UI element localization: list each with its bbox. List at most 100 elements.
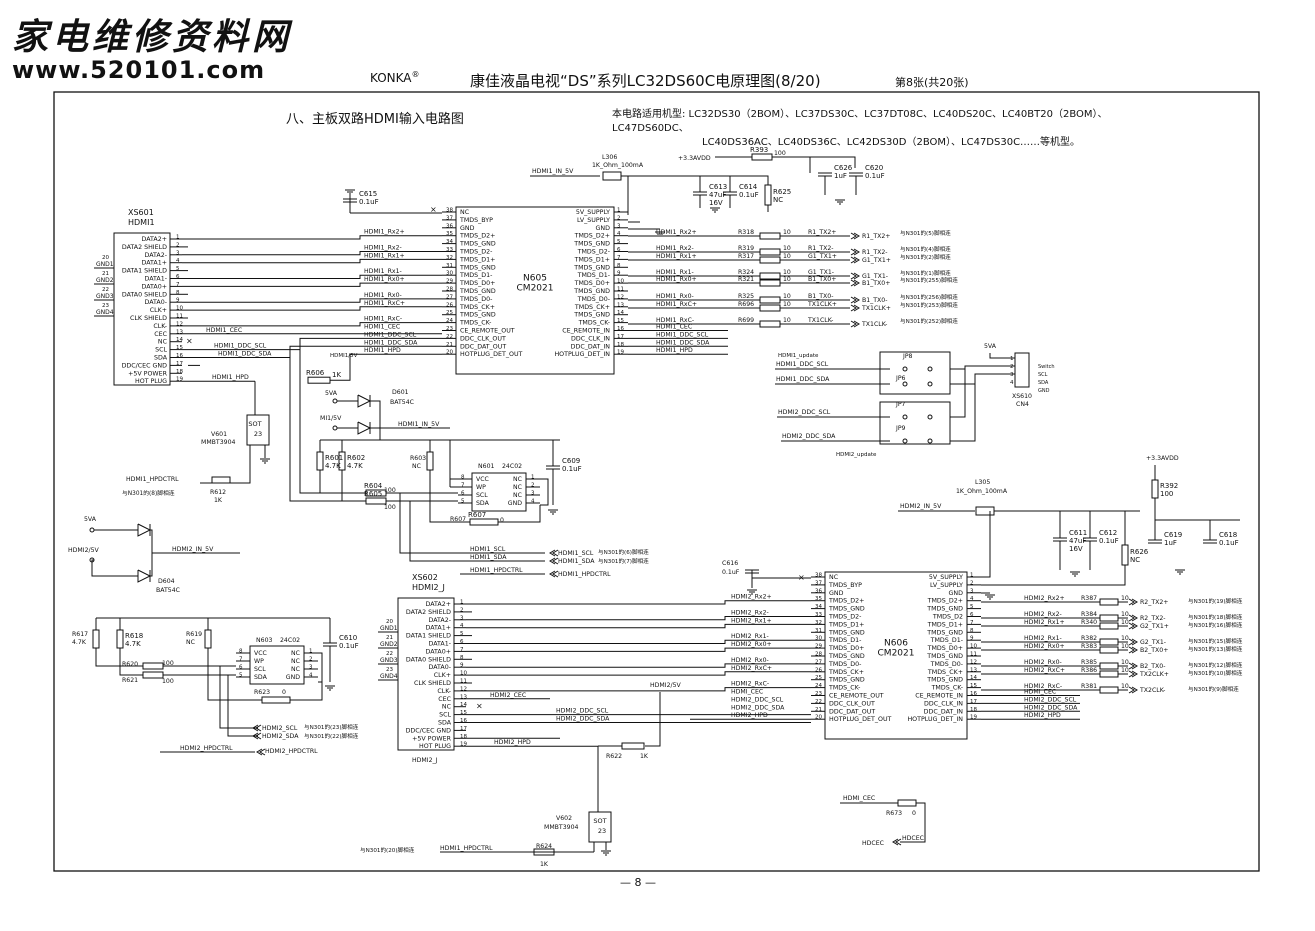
pin-number: 19 [176, 377, 183, 383]
offpage-net: TX2CLK- [1139, 687, 1165, 694]
pin-number: 14 [176, 337, 183, 343]
pin-number: 18 [176, 369, 183, 375]
pin-number: 24 [446, 318, 453, 324]
hdmi1-tmds-wire [182, 322, 442, 327]
offpage-net: R2_TX2+ [1140, 599, 1168, 606]
connector-pin-label: DATA2+ [425, 601, 451, 608]
net-label: HDMI1_DDC_SCL [656, 331, 709, 338]
chip-pin-label: TMDS_GND [459, 312, 496, 319]
chip-pin-label: CE_REMOTE_OUT [460, 328, 515, 335]
offpage-net: R1_TX2- [862, 249, 888, 256]
power-terminal [332, 425, 338, 431]
pin-number: 21 [386, 635, 393, 641]
resistor-ref: R324 [738, 269, 754, 276]
pin-number: 5 [617, 239, 621, 245]
chip-pin-label: DDC_CLK_OUT [460, 335, 506, 342]
net-arrow [552, 549, 559, 557]
resistor-value: 10 [1121, 635, 1129, 642]
resistor-value: NC [186, 639, 195, 646]
models-line-1: 本电路适用机型: LC32DS30（2BOM）、LC37DS30C、LC37DT… [612, 109, 1108, 134]
chip-pin-label: SDA [254, 674, 268, 681]
note-label: 与N301的(15)脚相连 [1188, 637, 1243, 645]
wire [621, 175, 629, 215]
net-arrow [892, 838, 899, 846]
cap-ref: C619 [1164, 531, 1182, 539]
net-label: HDMI1_Rx2+ [656, 229, 697, 236]
hdmi2-tmds-wire [466, 687, 811, 692]
pin-number: 1 [1010, 356, 1014, 362]
net-label: HDMI1_SDA [470, 554, 507, 561]
chip-pin-label: TMDS_D1- [930, 637, 963, 644]
pin-number: 34 [446, 239, 453, 245]
pin-number: 37 [446, 215, 453, 221]
pin-number: 19 [970, 715, 977, 721]
note-label: 与N301的(253)脚相连 [900, 301, 958, 309]
pin-number: 22 [102, 287, 109, 293]
power-label: 5VA [84, 516, 97, 523]
resistor-value: 10 [783, 301, 791, 308]
connector-pin-label: DATA1+ [425, 625, 451, 632]
connector-pin-label: DATA0+ [141, 283, 167, 290]
ground-pin-label: GND3 [380, 657, 398, 664]
net-arrow [853, 232, 860, 240]
net-label: HDMI2_Rx2- [731, 610, 769, 617]
offpage-net: HDMI1_SCL [558, 550, 594, 557]
net-arrow [850, 232, 857, 240]
hdmi1-tmds-wire [182, 258, 442, 264]
wire [645, 692, 661, 747]
chip-pin-label: TMDS_D2+ [927, 598, 963, 605]
jumper-ref: JP6 [895, 375, 906, 382]
pin-number: 4 [531, 499, 535, 505]
wire [772, 156, 856, 168]
chip-ref: N601 [478, 463, 495, 470]
pin-number: 16 [617, 326, 624, 332]
offpage-net: HDMI2_SCL [262, 725, 298, 732]
offpage-net: B2_TX0- [1140, 663, 1165, 670]
resistor-ref: R617 [72, 631, 88, 638]
pin-number: 20 [815, 715, 822, 721]
pin-number: 9 [460, 663, 464, 669]
net-arrow [1128, 614, 1135, 622]
pin-number: 37 [815, 580, 822, 586]
pin-number: 3 [970, 588, 974, 594]
note-label: 与N301的(16)脚相连 [1188, 621, 1243, 629]
jumper-contact [902, 381, 908, 387]
net-arrow [853, 279, 860, 287]
chip-pin-label: CE_REMOTE_IN [562, 328, 610, 335]
chip-pin-label: TMDS_D1- [577, 272, 610, 279]
ground-pin-label: GND4 [96, 309, 114, 316]
connector-pin-label: Switch [1038, 364, 1055, 370]
chip-pin-label: TMDS_GND [926, 606, 963, 613]
net-label: TX1CLK- [807, 317, 833, 324]
net-label: HDMI_CEC [843, 795, 875, 802]
offpage-net: HDMI2_HPDCTRL [265, 748, 318, 755]
pin-number: 13 [617, 302, 624, 308]
inductor-ref: L306 [602, 154, 617, 161]
connector-ref: XS602 [412, 573, 438, 582]
resistor-r392 [1151, 479, 1159, 499]
note-label: 与N301的(23)脚相连 [304, 723, 359, 731]
resistor-r621 [142, 671, 164, 679]
cap-value: 47uF [709, 191, 726, 199]
chip-pin-label: NC [513, 476, 522, 483]
chip-pin-label: HOTPLUG_DET_IN [907, 716, 963, 723]
offpage-net: B2_TX0+ [1140, 647, 1168, 654]
chip-pin-label: TMDS_D0- [459, 296, 492, 303]
chip-pin-label: TMDS_GND [828, 629, 865, 636]
net-arrow [1131, 638, 1138, 646]
pin-number: 4 [617, 231, 621, 237]
resistor-r603 [426, 451, 434, 471]
resistor-ref: R618 [125, 632, 143, 640]
net-arrow [252, 724, 259, 732]
pin-number: 30 [815, 636, 822, 642]
cap-value: 0.1uF [562, 465, 582, 473]
chip-pin-label: TMDS_GND [573, 264, 610, 271]
net-label: HDMI2_Rx2+ [731, 594, 772, 601]
net-label: HDMI2_Rx1+ [1024, 619, 1065, 626]
diode-part: BAT54C [156, 587, 180, 594]
cap-value: 0.1uF [359, 198, 379, 206]
connector-pin-label: DATA1 SHIELD [406, 633, 451, 640]
pin-number: 36 [815, 588, 822, 594]
connector-name: HDMI2_J [412, 583, 445, 592]
